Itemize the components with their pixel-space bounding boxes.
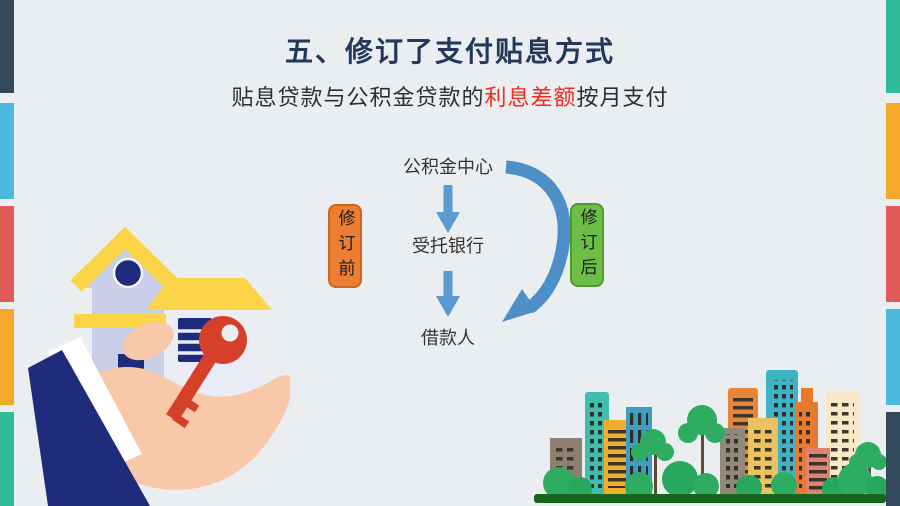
right-edge-bar-navy [886, 412, 900, 506]
before-revision-label: 修订前 [328, 204, 362, 288]
city-skyline-with-trees-icon [534, 370, 886, 503]
left-edge-bar-orange [0, 309, 14, 405]
flow-node-borrower: 借款人 [421, 328, 475, 348]
after-revision-label: 修订后 [570, 203, 604, 287]
right-edge-bar-teal [886, 0, 900, 93]
left-edge-bar-red [0, 206, 14, 302]
subtitle-highlight: 利息差额 [484, 85, 577, 110]
right-edge-bar-orange [886, 103, 900, 199]
subtitle-prefix: 贴息贷款与公积金贷款的 [231, 85, 485, 110]
bushes-group [543, 461, 886, 501]
flow-node-trustee-bank: 受托银行 [412, 236, 484, 256]
curved-bypass-arrow-icon [502, 160, 571, 322]
left-edge-bar-navy [0, 0, 14, 93]
left-edge-bar-blue [0, 103, 14, 199]
slide-title: 五、修订了支付贴息方式 [284, 35, 615, 67]
flow-node-fund-center: 公积金中心 [403, 157, 493, 177]
ground-bar [534, 494, 886, 503]
key-graphic [166, 316, 247, 429]
slide-subtitle: 贴息贷款与公积金贷款的利息差额按月支付 [0, 84, 900, 111]
down-arrow-2-icon [436, 271, 460, 317]
flow-arrows [436, 160, 571, 322]
right-edge-bar-red [886, 206, 900, 302]
sleeve-graphic [28, 337, 150, 506]
hand-holding-house-with-key-icon [28, 226, 290, 506]
down-arrow-1-icon [436, 185, 460, 233]
left-edge-bar-teal [0, 412, 14, 506]
subtitle-suffix: 按月支付 [576, 85, 669, 110]
right-edge-bar-blue [886, 309, 900, 405]
buildings-group [550, 370, 859, 496]
